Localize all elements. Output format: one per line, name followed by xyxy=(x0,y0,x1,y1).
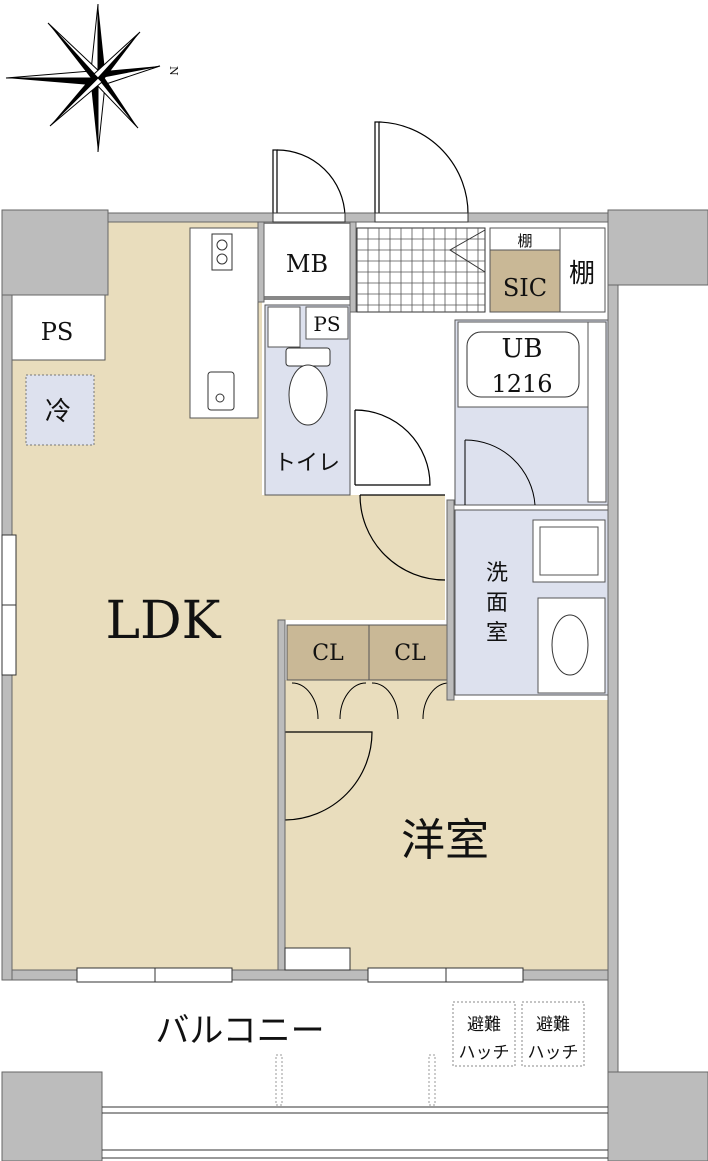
ldk-floor xyxy=(12,222,445,970)
hatch-2-label-2: ハッチ xyxy=(528,1043,579,1063)
western-room-floor xyxy=(285,680,608,970)
sic-storage xyxy=(489,249,561,313)
washer-space xyxy=(532,519,606,583)
ub-label: UB xyxy=(501,334,542,364)
toilet-ps xyxy=(305,306,349,340)
toilet-tank-icon xyxy=(285,347,331,367)
hatch-1-label-1: 避難 xyxy=(467,1015,501,1035)
toilet-label: トイレ xyxy=(274,451,340,476)
compass-icon xyxy=(5,3,161,153)
balcony-label: バルコニー xyxy=(155,1011,324,1051)
toilet-ps-label: PS xyxy=(313,312,340,336)
entrance-tiles xyxy=(356,227,486,313)
fridge-label: 冷 xyxy=(45,397,71,427)
evacuation-hatch-2 xyxy=(521,1001,585,1067)
washroom-label-3: 室 xyxy=(486,621,508,646)
mb-label: MB xyxy=(286,250,328,278)
bathtub-icon xyxy=(466,331,580,398)
western-room-label: 洋室 xyxy=(401,815,489,866)
shelf-tall-label: 棚 xyxy=(569,259,595,289)
evacuation-hatch-1 xyxy=(452,1001,516,1067)
closet-right-label: CL xyxy=(394,641,426,666)
hatch-1-label-2: ハッチ xyxy=(459,1043,510,1063)
entry-doors xyxy=(272,121,469,217)
shelf-small-label: 棚 xyxy=(517,232,532,250)
sic-label: SIC xyxy=(503,274,547,302)
closet-left-label: CL xyxy=(312,641,344,666)
washroom-label-1: 洗 xyxy=(486,561,508,586)
stove-icon xyxy=(211,233,233,271)
ub-size-label: 1216 xyxy=(491,370,552,398)
hatch-2-label-1: 避難 xyxy=(536,1015,570,1035)
kitchen-sink-icon xyxy=(207,371,235,411)
washroom-label-2: 面 xyxy=(486,591,508,616)
compass-north-label: N xyxy=(167,66,180,76)
closet-doors xyxy=(291,682,450,720)
ps-label: PS xyxy=(41,318,74,346)
balcony xyxy=(102,1001,608,1159)
windows xyxy=(1,212,524,983)
walls xyxy=(1,209,708,1161)
fridge-space xyxy=(25,374,95,446)
closet-left xyxy=(286,624,370,681)
closet-right xyxy=(368,624,453,681)
ldk-label: LDK xyxy=(105,591,221,651)
toilet-bowl-icon xyxy=(288,364,328,426)
